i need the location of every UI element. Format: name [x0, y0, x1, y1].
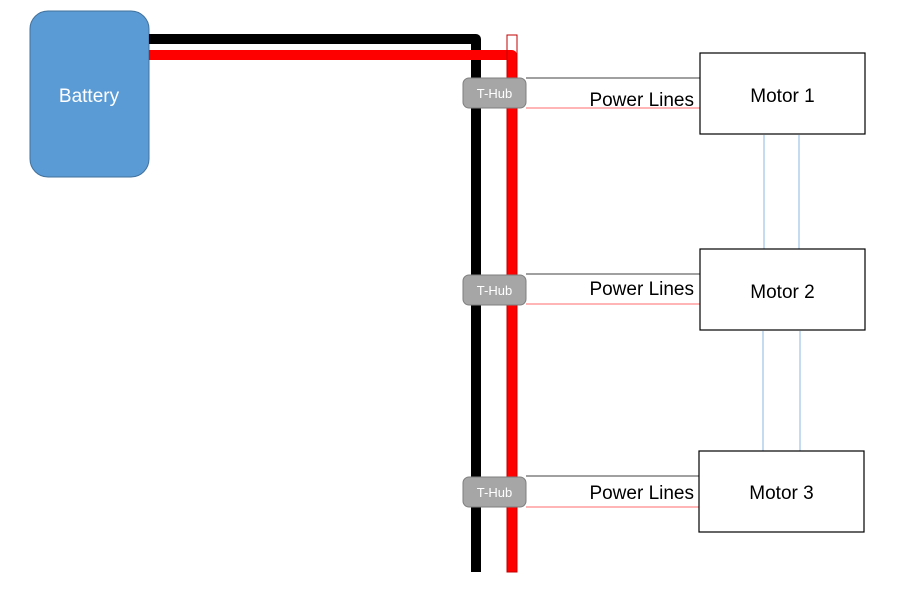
t-hub-label: T-Hub	[477, 86, 512, 101]
power-lines-label: Power Lines	[589, 90, 694, 111]
power-lines-label: Power Lines	[589, 279, 694, 300]
t-hub	[462, 274, 527, 306]
power-lines-label: Power Lines	[589, 483, 694, 504]
t-hub	[462, 77, 527, 109]
branch-row-1: T-Hub Power Lines Motor 1	[462, 52, 866, 135]
t-hub-label: T-Hub	[477, 283, 512, 298]
motor-interconnects	[762, 135, 801, 451]
branch-row-3: T-Hub Power Lines Motor 3	[462, 450, 865, 533]
motor-box	[698, 450, 865, 533]
positive-wire	[149, 50, 517, 572]
main-wires	[149, 34, 518, 573]
motor-label: Motor 2	[750, 282, 814, 303]
battery-label: Battery	[59, 86, 120, 107]
battery-box	[29, 10, 150, 178]
motor-box	[699, 248, 866, 331]
t-hub	[462, 476, 527, 508]
t-hub-label: T-Hub	[477, 485, 512, 500]
battery: Battery	[29, 10, 150, 178]
negative-wire	[149, 34, 481, 572]
motor-box	[699, 52, 866, 135]
motor-label: Motor 3	[749, 483, 813, 504]
branch-row-2: T-Hub Power Lines Motor 2	[462, 248, 866, 331]
motor-label: Motor 1	[750, 86, 814, 107]
